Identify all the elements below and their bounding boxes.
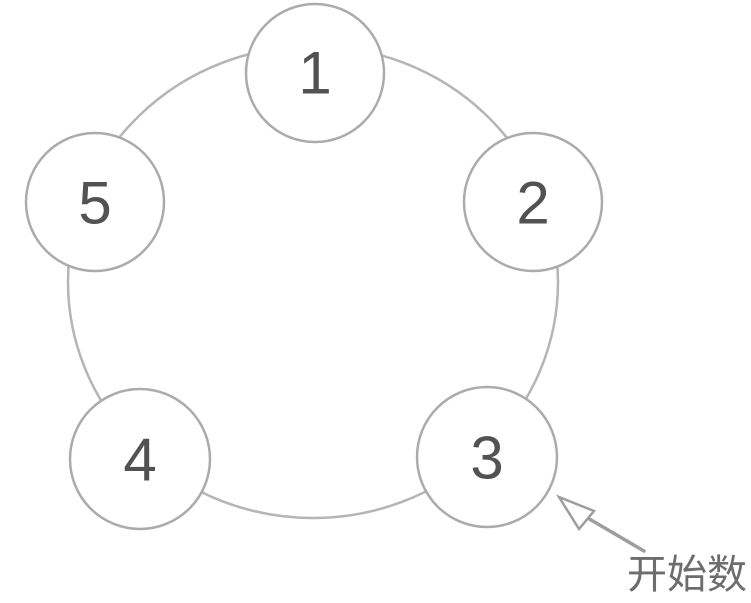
arrow-line xyxy=(584,515,646,553)
node-3: 3 xyxy=(415,385,559,529)
node-5-label: 5 xyxy=(78,170,111,237)
node-1-shape xyxy=(244,2,386,144)
node-2-shape xyxy=(462,131,604,273)
node-4: 4 xyxy=(68,387,212,531)
annotation-label: 开始数 xyxy=(627,553,747,597)
node-5: 5 xyxy=(24,131,166,273)
node-4-shape xyxy=(68,387,212,531)
node-2-label: 2 xyxy=(516,170,549,237)
node-1: 1 xyxy=(244,2,386,144)
node-3-label: 3 xyxy=(470,425,503,492)
node-2: 2 xyxy=(462,131,604,273)
arrow-head-icon xyxy=(555,494,597,532)
node-4-label: 4 xyxy=(123,427,156,494)
node-1-label: 1 xyxy=(298,40,331,107)
node-5-shape xyxy=(24,131,166,273)
annotation-arrow xyxy=(555,494,646,553)
node-3-shape xyxy=(415,385,559,529)
